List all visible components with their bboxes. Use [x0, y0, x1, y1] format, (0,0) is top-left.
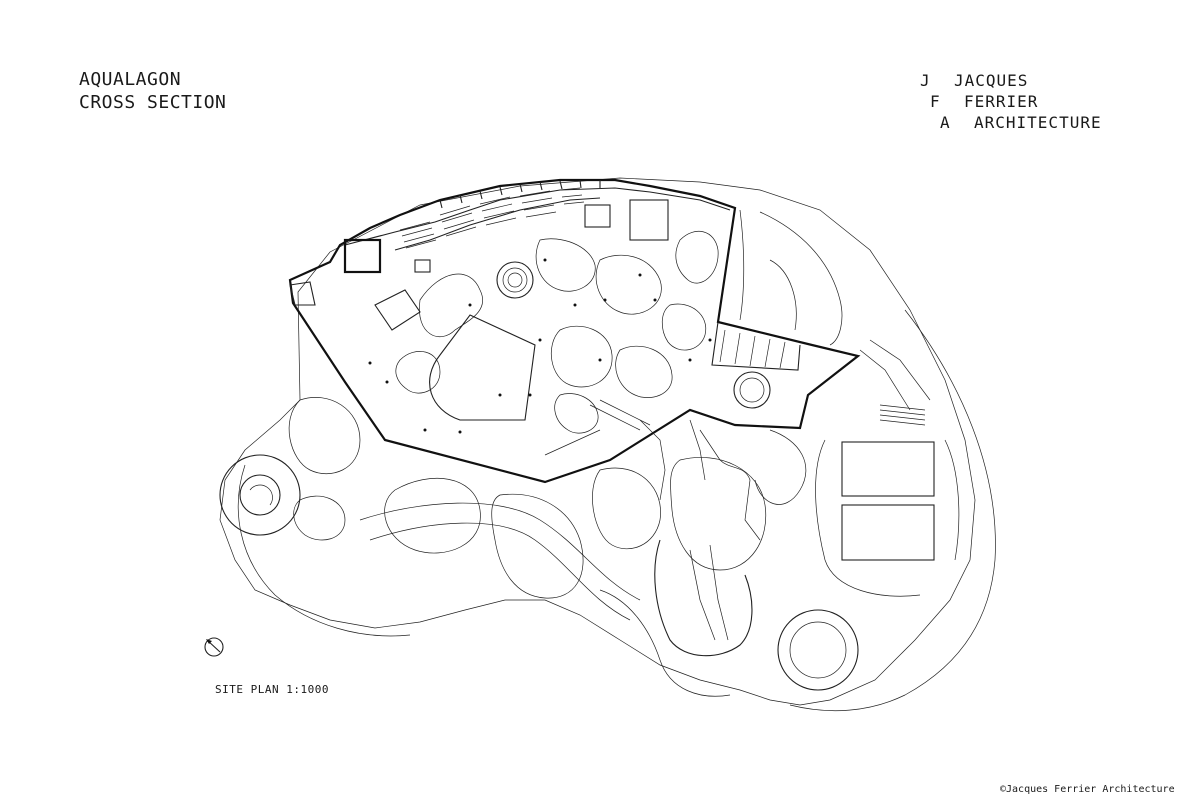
- facade-mullions: [439, 179, 601, 209]
- lagoon-paths: [395, 230, 719, 456]
- entrance-block: [343, 238, 382, 274]
- west-pools: [219, 397, 641, 621]
- east-pools: [739, 209, 960, 691]
- east-wing: [711, 321, 801, 409]
- title-line-1: AQUALAGON: [79, 69, 182, 90]
- service-room: [629, 199, 669, 241]
- round-feature: [496, 261, 534, 299]
- copyright-notice: ©Jacques Ferrier Architecture: [1000, 784, 1175, 795]
- south-lagoon: [491, 419, 767, 697]
- main-building: [288, 178, 861, 484]
- service-room: [584, 204, 611, 228]
- north-arrow-icon: [204, 637, 224, 657]
- title-line-2: CROSS SECTION: [79, 92, 227, 113]
- site-boundary: [219, 177, 996, 712]
- service-room: [414, 259, 431, 273]
- scale-label: SITE PLAN 1:1000: [215, 683, 329, 696]
- main-pool: [429, 314, 536, 421]
- drawing-title: AQUALAGON CROSS SECTION: [79, 68, 226, 114]
- seating-rows: [399, 187, 585, 249]
- structural-columns: [368, 258, 712, 434]
